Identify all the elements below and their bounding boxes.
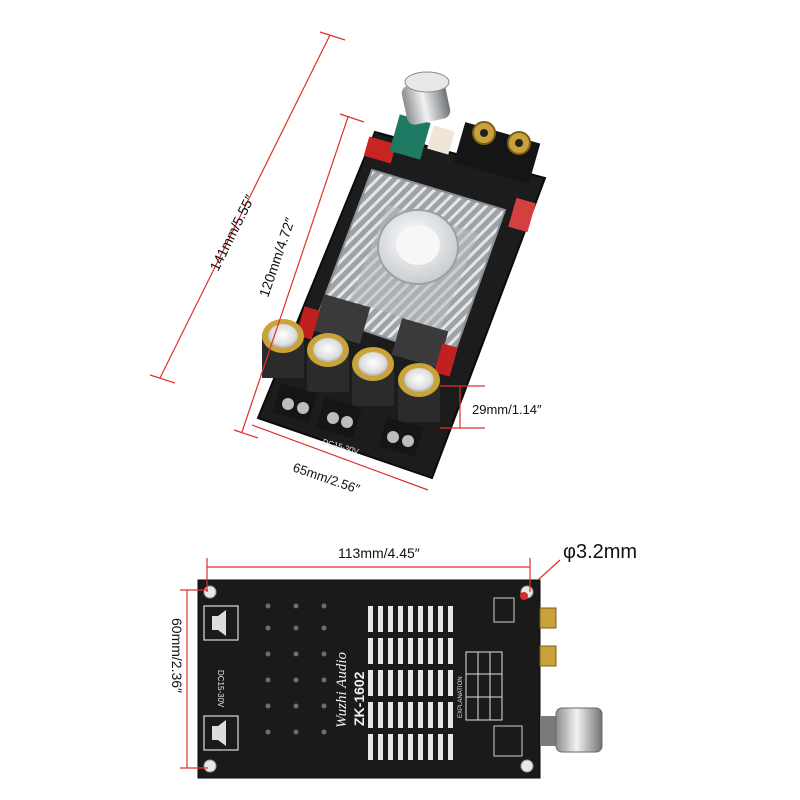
- brand-logo-text: Wuzhi Audio: [334, 652, 350, 728]
- capacitor: [352, 347, 394, 406]
- explanation-table: EXPLANATION: [458, 651, 503, 721]
- bottom-volume-knob: [540, 707, 603, 753]
- capacitors: [262, 319, 440, 422]
- solder-pads: [265, 603, 327, 735]
- green-terminal: [389, 114, 431, 160]
- dim-hole-diameter: φ3.2mm: [563, 541, 637, 563]
- rca-jacks: [453, 121, 541, 184]
- bottom-input-label: DC15-30V: [216, 670, 225, 708]
- dim-bottom-length: 113mm/4.45″: [338, 545, 420, 561]
- dim-width: 65mm/2.56″: [291, 460, 362, 497]
- side-connector: [508, 197, 536, 233]
- volume-knob: [401, 71, 451, 125]
- heatsink-fan-hub: [396, 225, 440, 265]
- dip-switch: [363, 136, 397, 164]
- small-component: [493, 597, 515, 623]
- screw-terminals: [272, 383, 424, 457]
- bottom-view-board: DC15-30V: [197, 579, 603, 779]
- indicator-pad: [520, 592, 528, 600]
- dim-height-component: 29mm/1.14″: [472, 402, 542, 417]
- model-label: ZK-1602: [351, 671, 367, 726]
- inductors: [296, 294, 458, 377]
- top-dimension-lines: [149, 31, 485, 491]
- speaker-icon: [203, 605, 239, 641]
- speaker-icon: [203, 715, 239, 751]
- white-connector: [427, 125, 455, 155]
- thermal-vent-grid: [368, 606, 453, 760]
- explanation-label: EXPLANATION: [458, 676, 464, 718]
- capacitor: [307, 333, 349, 392]
- mounting-hole: [520, 759, 534, 773]
- bottom-dimension-lines: [180, 558, 561, 769]
- mounting-hole: [203, 759, 217, 773]
- small-component: [493, 725, 523, 757]
- top-view-board: DC15-30V: [256, 71, 547, 480]
- dim-bottom-width: 60mm/2.36″: [169, 618, 185, 693]
- mounting-hole: [203, 585, 217, 599]
- capacitor: [398, 363, 440, 422]
- bottom-rca-jacks: [539, 607, 557, 667]
- dim-length-total: 141mm/5.55″: [206, 192, 257, 273]
- capacitor: [262, 319, 304, 378]
